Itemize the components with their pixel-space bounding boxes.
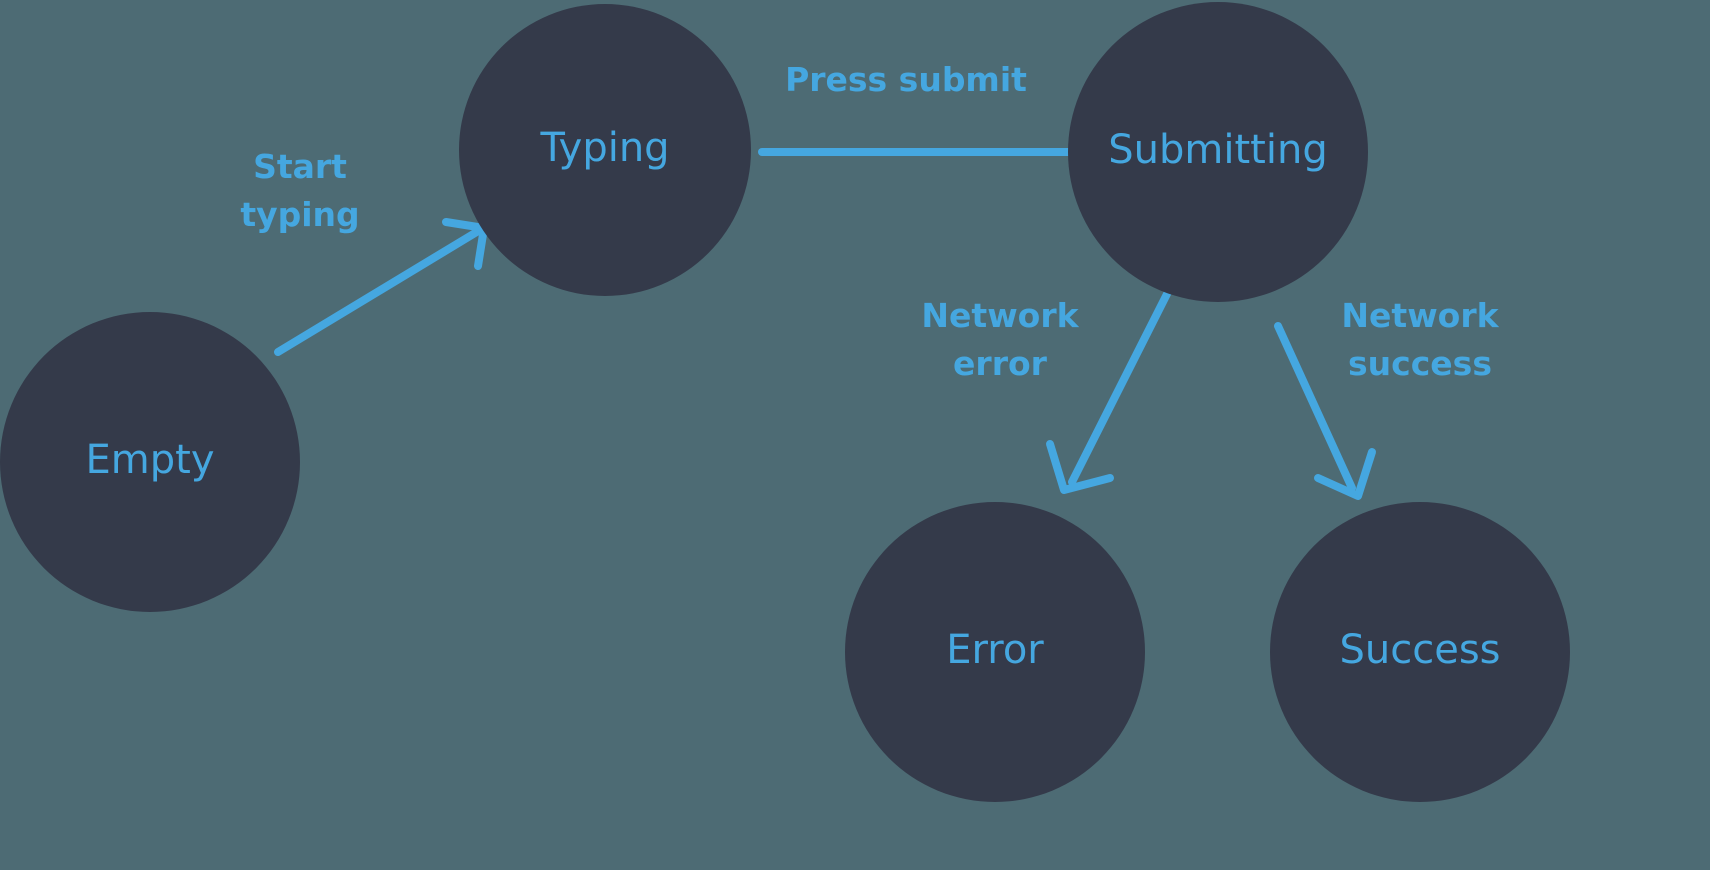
state-circle-empty[interactable] — [0, 312, 300, 612]
state-label-empty: Empty — [86, 437, 215, 483]
state-label-submitting: Submitting — [1108, 127, 1327, 173]
state-node-submitting[interactable]: Submitting — [1068, 2, 1368, 302]
edge-line-submitting-to-error — [1068, 288, 1172, 486]
state-node-error[interactable]: Error — [845, 502, 1145, 802]
state-node-typing[interactable]: Typing — [459, 4, 751, 296]
state-circle-typing[interactable] — [459, 4, 751, 296]
state-circle-submitting[interactable] — [1068, 2, 1368, 302]
state-node-success[interactable]: Success — [1270, 502, 1570, 802]
state-node-empty[interactable]: Empty — [0, 312, 300, 612]
edge-label-typing-to-submitting: Press submit — [785, 60, 1027, 99]
arrowhead-icon-submitting-to-success — [1314, 448, 1376, 500]
edge-line-empty-to-typing — [274, 226, 484, 356]
state-circle-success[interactable] — [1270, 502, 1570, 802]
state-label-success: Success — [1339, 627, 1500, 673]
state-label-typing: Typing — [539, 125, 669, 171]
state-label-error: Error — [946, 627, 1044, 673]
state-circle-error[interactable] — [845, 502, 1145, 802]
edge-line-submitting-to-success — [1274, 322, 1356, 492]
arrowhead-icon-submitting-to-error — [1046, 440, 1114, 494]
